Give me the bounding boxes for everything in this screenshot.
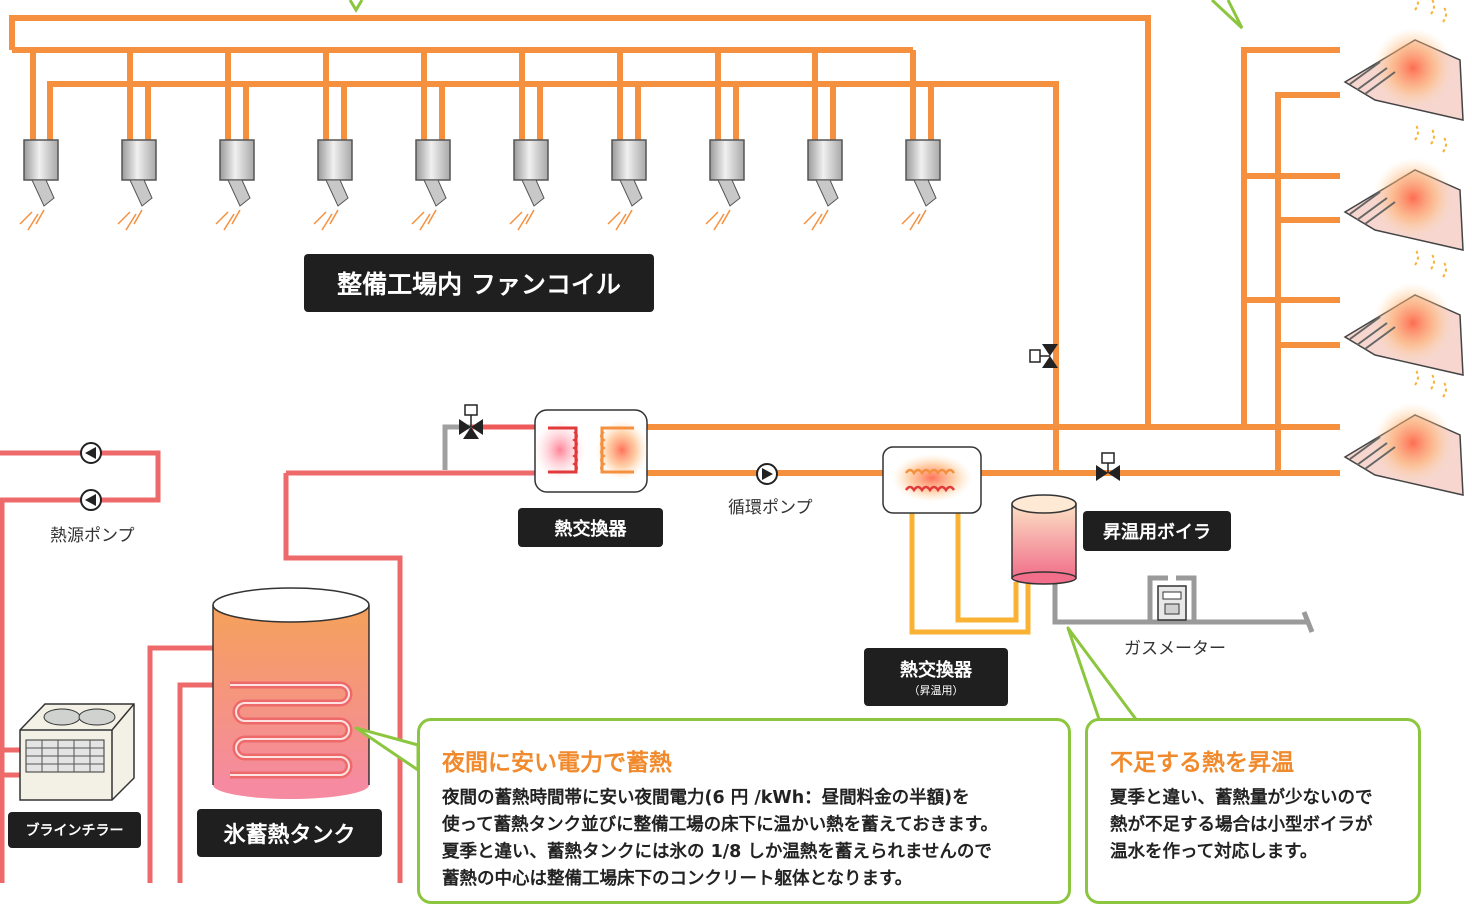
storage-callout-line: 使って蓄熱タンク並びに整備工場の床下に温かい熱を蓄えておきます。	[442, 815, 998, 835]
storage-callout-line: 夏季と違い、蓄熱タンクには氷の 1/8 しか温熱を蓄えられませんので	[442, 842, 992, 862]
heat-exchanger-icon	[534, 409, 648, 493]
fan-coil-label: 整備工場内 ファンコイル	[304, 254, 654, 312]
boost-callout: 不足する熱を昇温 夏季と違い、蓄熱量が少ないので 熱が不足する場合は小型ボイラが…	[1085, 718, 1421, 904]
fan-coil-unit-icon	[117, 139, 157, 231]
boost-callout-title: 不足する熱を昇温	[1110, 750, 1294, 776]
fan-coil-unit-icon	[313, 139, 353, 231]
pump-icon	[80, 442, 102, 464]
ice-tank-label-text: 氷蓄熱タンク	[223, 823, 356, 848]
fan-coil-unit-icon	[411, 139, 451, 231]
heat-exchanger-2-subtext: （昇温用）	[908, 684, 964, 697]
boiler-label: 昇温用ボイラ	[1083, 511, 1231, 551]
valve-icon	[459, 404, 483, 439]
heat-exchanger-1-text: 熱交換器	[554, 518, 627, 540]
boiler-label-text: 昇温用ボイラ	[1103, 522, 1211, 543]
fan-coil-unit-icon	[705, 139, 745, 231]
gas-meter-icon	[1157, 585, 1187, 621]
pump-icon	[756, 463, 778, 485]
valve-icon	[1029, 344, 1058, 368]
storage-callout-line: 蓄熱の中心は整備工場床下のコンクリート躯体となります。	[442, 869, 913, 889]
fan-coil-unit-icon	[19, 139, 59, 231]
gas-piping	[1052, 575, 1315, 633]
storage-callout-title: 夜間に安い電力で蓄熱	[442, 750, 672, 776]
boost-callout-line: 夏季と違い、蓄熱量が少ないので	[1110, 788, 1373, 808]
storage-callout-line: 夜間の蓄熱時間帯に安い夜間電力(6 円 /kWh：昼間料金の半額)を	[442, 788, 970, 808]
heat-exchanger-icon	[882, 446, 982, 514]
boost-callout-line: 熱が不足する場合は小型ボイラが	[1110, 815, 1373, 835]
boost-piping	[909, 492, 1031, 635]
heated-floor-panels	[1343, 0, 1464, 496]
heat-exchanger-1-label: 熱交換器	[518, 508, 663, 547]
boost-callout-line: 温水を作って対応します。	[1110, 842, 1318, 862]
brine-chiller-icon	[19, 703, 135, 801]
heated-floor-icon	[1343, 248, 1464, 376]
gas-meter-label: ガスメーター	[1124, 639, 1226, 659]
fan-coil-unit-icon	[215, 139, 255, 231]
boiler-icon	[1011, 494, 1077, 585]
brine-chiller-label: ブラインチラー	[8, 812, 141, 848]
pump-icon	[80, 489, 102, 511]
storage-callout: 夜間に安い電力で蓄熱 夜間の蓄熱時間帯に安い夜間電力(6 円 /kWh：昼間料金…	[417, 718, 1071, 904]
system-diagram	[0, 0, 1464, 883]
fan-coil-units	[19, 139, 941, 231]
heat-source-pump-label: 熱源ポンプ	[50, 526, 135, 546]
brine-chiller-label-text: ブラインチラー	[25, 823, 124, 839]
heat-exchanger-2-label: 熱交換器 （昇温用）	[864, 648, 1008, 706]
fan-coil-label-text: 整備工場内 ファンコイル	[337, 270, 621, 299]
heat-exchanger-2-text: 熱交換器	[900, 660, 972, 681]
heated-floor-icon	[1343, 123, 1464, 251]
fan-coil-unit-icon	[509, 139, 549, 231]
ice-tank-icon	[212, 587, 370, 799]
ice-tank-label: 氷蓄熱タンク	[197, 809, 382, 857]
fan-coil-unit-icon	[901, 139, 941, 231]
circulation-pump-label: 循環ポンプ	[728, 498, 813, 518]
fan-coil-unit-icon	[803, 139, 843, 231]
heated-floor-icon	[1343, 0, 1464, 121]
valve-icon	[1096, 452, 1120, 481]
fan-coil-unit-icon	[607, 139, 647, 231]
heated-floor-icon	[1343, 368, 1464, 496]
fan-coil-piping	[9, 15, 1340, 476]
